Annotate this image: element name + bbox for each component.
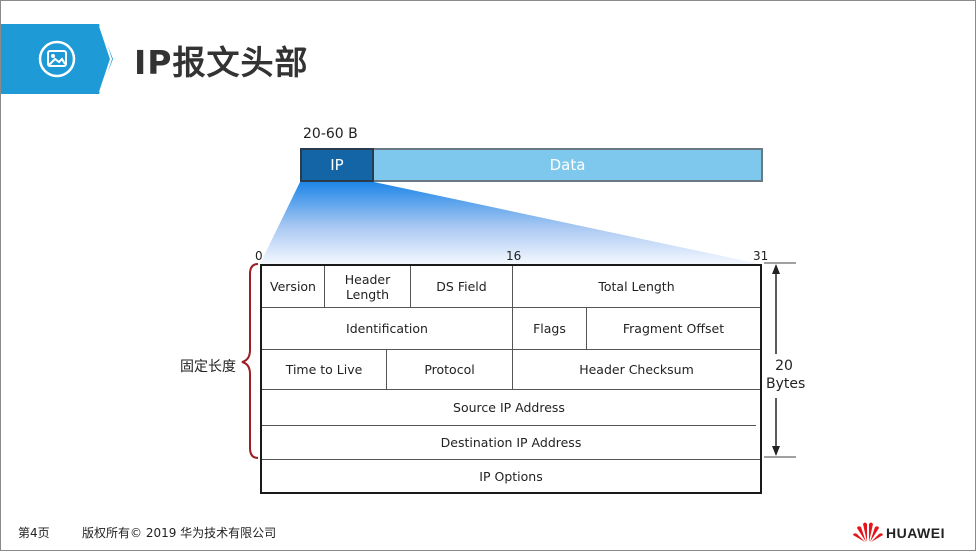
ip-header-table: Version Header Length DS Field Total Len… bbox=[260, 264, 762, 494]
field-header-checksum: Header Checksum bbox=[512, 350, 760, 390]
field-destination-ip: Destination IP Address bbox=[262, 426, 760, 460]
field-fragment-offset: Fragment Offset bbox=[586, 308, 760, 350]
bit-marker-31: 31 bbox=[753, 249, 769, 263]
copyright: 版权所有© 2019 华为技术有限公司 bbox=[82, 526, 277, 540]
field-total-length: Total Length bbox=[512, 266, 760, 308]
title-chevron bbox=[99, 25, 113, 93]
ip-segment: IP bbox=[300, 148, 374, 182]
page-title: IP报文头部 bbox=[134, 43, 309, 82]
field-flags: Flags bbox=[512, 308, 586, 350]
field-ttl: Time to Live bbox=[262, 350, 386, 390]
title-banner-arrow bbox=[99, 24, 113, 94]
field-identification: Identification bbox=[262, 308, 512, 350]
title-banner bbox=[1, 24, 99, 94]
huawei-logo-icon bbox=[853, 522, 883, 542]
field-ip-options: IP Options bbox=[479, 468, 543, 484]
field-protocol: Protocol bbox=[386, 350, 512, 390]
data-segment: Data bbox=[374, 148, 763, 182]
field-version: Version bbox=[262, 266, 324, 308]
image-icon bbox=[38, 40, 76, 78]
field-header-length: Header Length bbox=[324, 266, 410, 308]
field-ds: DS Field bbox=[410, 266, 512, 308]
header-size-arrow bbox=[764, 262, 796, 458]
bit-marker-16: 16 bbox=[506, 249, 522, 263]
page-number: 第4页 bbox=[18, 526, 50, 540]
header-size-unit: Bytes bbox=[766, 376, 806, 392]
field-source-ip: Source IP Address bbox=[262, 390, 756, 426]
brand-name: HUAWEI bbox=[886, 525, 945, 541]
fixed-length-brace bbox=[241, 263, 259, 459]
fixed-length-label: 固定长度 bbox=[180, 359, 236, 375]
packet-size-label: 20-60 B bbox=[303, 126, 358, 142]
header-size-value: 20 bbox=[775, 358, 793, 374]
bit-marker-0: 0 bbox=[255, 249, 263, 263]
